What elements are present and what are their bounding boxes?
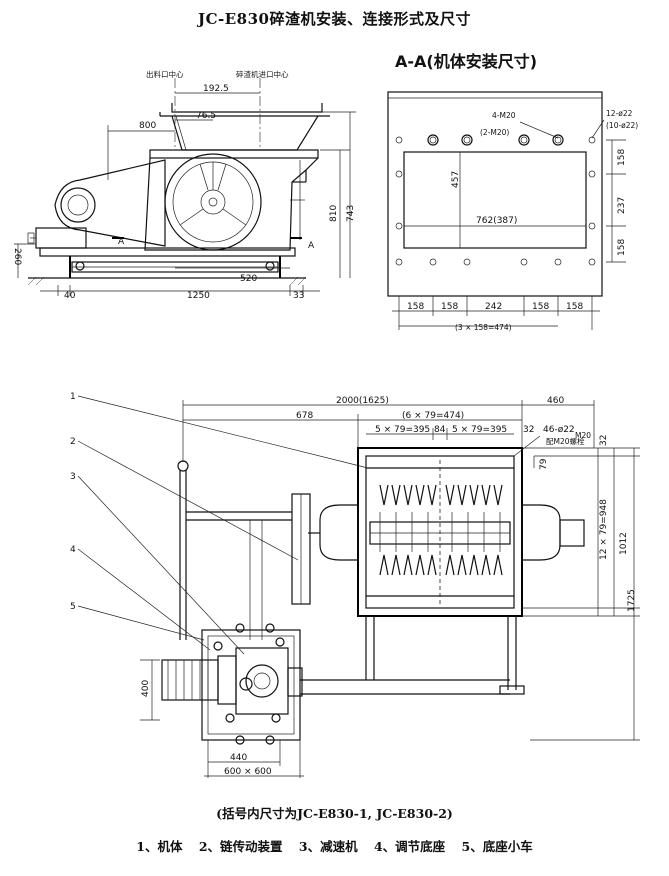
legend-item-4: 4、调节底座: [373, 839, 446, 854]
dim-1012: 1012: [619, 532, 629, 555]
section-a-right: A: [308, 241, 315, 251]
dim-158-b: 158: [617, 239, 627, 256]
dim-32-a: 32: [523, 425, 534, 435]
section-a-left: A: [118, 237, 125, 247]
drawing-title: JC-E830碎渣机安装、连接形式及尺寸: [197, 10, 471, 28]
mounting-holes: [395, 134, 596, 266]
dim-b158-b: 158: [441, 302, 458, 312]
legend-item-2: 2、链传动装置: [198, 839, 283, 854]
callout-5: 5: [70, 602, 76, 612]
outlet-center-label: 出料口中心: [146, 69, 184, 79]
dim-79: 79: [539, 458, 549, 470]
dim-m20: M20: [575, 431, 591, 440]
dim-800: 800: [139, 121, 156, 131]
inlet-center-label: 碎渣机进口中心: [236, 69, 289, 79]
dim-b242: 242: [485, 302, 502, 312]
dim-b158-d: 158: [566, 302, 583, 312]
dim-12x79: 12 × 79=948: [599, 499, 609, 560]
dim-520: 520: [240, 274, 257, 284]
dim-260: 260: [12, 248, 22, 265]
legend-item-5: 5、底座小车: [461, 839, 533, 854]
dim-158-a: 158: [617, 149, 627, 166]
dim-76-5: 76.5: [196, 111, 216, 121]
label-10-holes: (10-ø22): [606, 121, 638, 130]
dim-678: 678: [296, 411, 313, 421]
dim-600x600: 600 × 600: [224, 767, 272, 777]
crusher-teeth: [369, 484, 511, 576]
footnote: (括号内尺寸为JC-E830-1, JC-E830-2): [216, 806, 453, 821]
callout-3: 3: [70, 472, 76, 482]
dim-32-b: 32: [599, 435, 609, 446]
side-view: A A 出料口中心 碎渣机进口中心 192.5 76.5 800 810 743…: [12, 69, 356, 301]
dim-400: 400: [141, 680, 151, 697]
dim-1725: 1725: [627, 589, 637, 612]
legend-item-3: 3、减速机: [298, 839, 358, 854]
dim-460: 460: [547, 396, 564, 406]
dim-2000: 2000(1625): [336, 396, 389, 406]
parts-legend: 1、机体 2、链传动装置 3、减速机 4、调节底座 5、底座小车: [0, 836, 669, 855]
dim-743: 743: [346, 205, 356, 222]
callout-1: 1: [70, 392, 76, 402]
callout-2: 2: [70, 437, 76, 447]
dim-b158-c: 158: [532, 302, 549, 312]
legend-item-1: 1、机体: [136, 839, 183, 854]
label-2-m20: (2-M20): [480, 128, 509, 137]
dim-810: 810: [329, 205, 339, 222]
dim-440: 440: [230, 753, 247, 763]
section-aa-title: A-A(机体安装尺寸): [395, 52, 538, 71]
dim-192-5: 192.5: [203, 84, 229, 94]
dim-b158-a: 158: [407, 302, 424, 312]
dim-40: 40: [64, 291, 76, 301]
dim-457: 457: [451, 171, 461, 188]
dim-1250: 1250: [187, 291, 210, 301]
callout-4: 4: [70, 545, 76, 555]
dim-5x79-b: 5 × 79=395: [452, 425, 507, 435]
dim-46-holes: 46-ø22: [543, 425, 575, 435]
dim-bolt: 配M20螺栓: [546, 436, 585, 446]
dim-237: 237: [617, 197, 627, 214]
dim-762: 762(387): [476, 216, 517, 226]
dim-84: 84: [434, 425, 446, 435]
label-12-holes: 12-ø22: [606, 109, 633, 118]
dim-total-474: (3 × 158=474): [455, 323, 512, 332]
dim-6x79: (6 × 79=474): [402, 411, 464, 421]
top-view: 1 2 3 4 5 2000(1625) 460 678 (6 × 79=474…: [70, 392, 640, 778]
dim-33: 33: [293, 291, 304, 301]
dim-5x79-a: 5 × 79=395: [375, 425, 430, 435]
plan-view-aa: 4-M20 (2-M20) 12-ø22 (10-ø22) 457 762(38…: [387, 91, 638, 332]
callouts: 1 2 3 4 5: [70, 392, 369, 655]
label-4-m20: 4-M20: [492, 111, 516, 120]
